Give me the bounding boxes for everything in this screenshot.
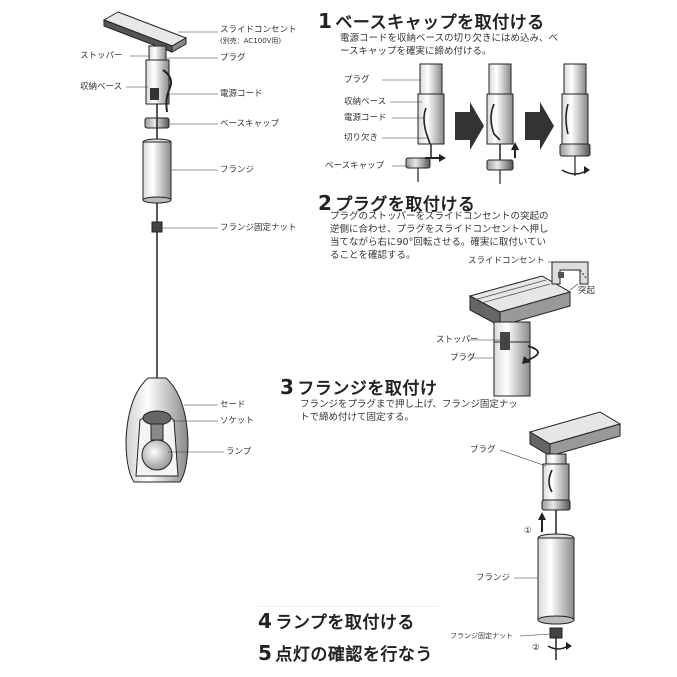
- label-stopper: ストッパー: [80, 51, 123, 61]
- overview-illustration: [102, 11, 224, 483]
- overview-socket: [150, 423, 164, 441]
- step2-description: プラグのストッパーをスライドコンセントの突起の 逆側に合わせ、プラグをスライドコ…: [330, 210, 549, 262]
- label-housing-base: 収納ベース: [80, 82, 123, 92]
- step3-description: フランジをプラグまで押し上げ、フランジ固定ナッ トで締め付けて固定する。: [300, 398, 518, 424]
- step3-number: 3: [280, 375, 295, 399]
- overview-flange-nut: [151, 221, 163, 233]
- step3-mark-1: ①: [524, 526, 532, 536]
- step3-label-flange-nut: フランジ固定ナット: [450, 632, 513, 640]
- label-flange: フランジ: [220, 165, 255, 175]
- step1-label-plug: プラグ: [344, 75, 370, 85]
- step3-illustration: [499, 411, 622, 660]
- step3-label-flange: フランジ: [476, 573, 511, 583]
- label-slide-outlet: スライドコンセント: [220, 25, 297, 35]
- label-slide-outlet-note: (別売：AC100V用): [220, 37, 282, 45]
- label-socket: ソケット: [220, 416, 255, 426]
- step2-number: 2: [318, 191, 333, 215]
- step1-description: 電源コードを収納ベースの切り欠きにはめ込み、ベ ースキャップを確実に締め付ける。: [340, 32, 558, 58]
- step1-label-notch: 切り欠き: [344, 133, 379, 143]
- step1-number: 1: [318, 9, 333, 33]
- step2-desc-line3: 当てながら右に90°回転させる。確実に取付いてい: [330, 237, 547, 248]
- step2-illustration: [468, 261, 589, 397]
- step3-title-text: フランジを取付け: [297, 379, 438, 399]
- step2-desc-line4: ることを確認する。: [330, 250, 416, 261]
- label-shade: セード: [220, 400, 246, 410]
- step5-number: 5: [258, 641, 273, 665]
- label-power-cord: 電源コード: [220, 89, 263, 99]
- step4-number: 4: [258, 609, 273, 633]
- overview-flange: [142, 138, 172, 204]
- step2-title-text: プラグを取付ける: [335, 195, 476, 215]
- step1-title-text: ベースキャップを取付ける: [335, 13, 545, 33]
- label-base-cap: ベースキャップ: [220, 119, 280, 129]
- label-lamp: ランプ: [226, 447, 252, 457]
- step4-title-text: ランプを取付ける: [275, 613, 415, 633]
- step5-title-text: 点灯の確認を行なう: [275, 645, 433, 665]
- label-flange-nut: フランジ固定ナット: [220, 223, 297, 233]
- step2-label-stopper: ストッパー: [436, 335, 479, 345]
- step2-label-slide-outlet: スライドコンセント: [468, 256, 545, 266]
- step1-label-base-cap: ベースキャップ: [325, 161, 385, 171]
- overview-shade: [125, 377, 189, 483]
- step3-label-plug: プラグ: [470, 445, 496, 455]
- overview-lamp: [141, 439, 173, 471]
- step3-desc-line1: フランジをプラグまで押し上げ、フランジ固定ナッ: [300, 399, 518, 410]
- step2-label-plug: プラグ: [450, 353, 476, 363]
- label-plug: プラグ: [220, 53, 246, 63]
- step1-desc-line1: 電源コードを収納ベースの切り欠きにはめ込み、ベ: [340, 33, 559, 44]
- step2-desc-line2: 逆側に合わせ、プラグをスライドコンセントへ押し: [330, 224, 549, 235]
- step1-label-housing-base: 収納ベース: [344, 97, 387, 107]
- step2-label-protrusion: 突起: [578, 286, 596, 296]
- step2-desc-line1: プラグのストッパーをスライドコンセントの突起の: [330, 211, 549, 222]
- slide-outlet-rail: [102, 11, 188, 53]
- step1-label-power-cord: 電源コード: [344, 113, 387, 123]
- overview-plug: [145, 45, 172, 113]
- step1-desc-line2: ースキャップを確実に締め付ける。: [340, 46, 492, 57]
- step3-mark-2: ②: [532, 643, 540, 653]
- step3-desc-line2: トで締め付けて固定する。: [300, 412, 415, 423]
- step1-illustration: [382, 63, 591, 184]
